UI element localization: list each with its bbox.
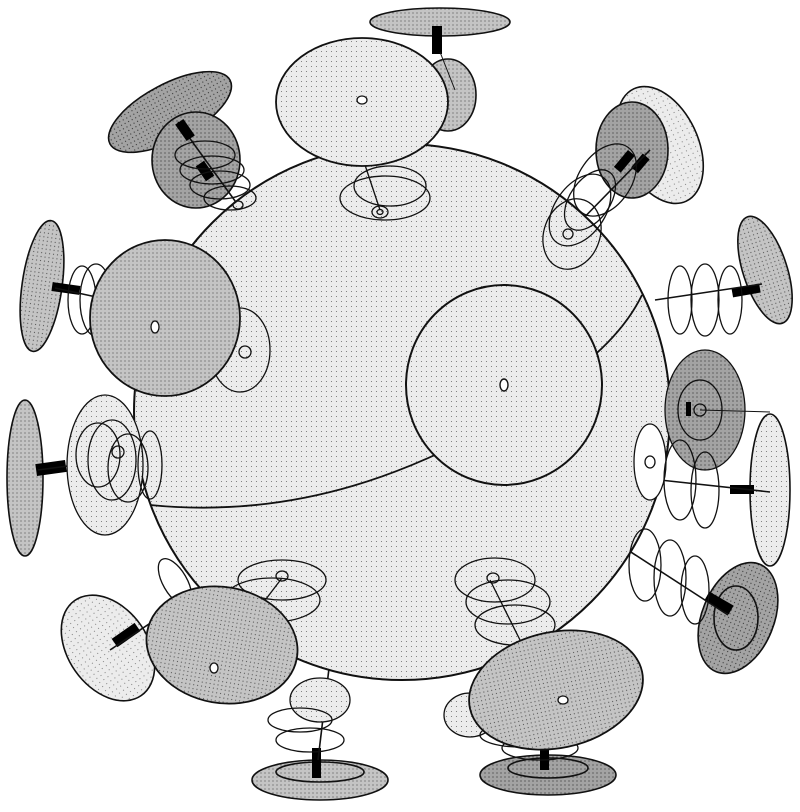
disc-left-front xyxy=(89,239,241,397)
disc-right-mid-back xyxy=(659,413,791,567)
front-disc-group xyxy=(89,37,644,751)
helix-group xyxy=(66,140,746,761)
helix-top xyxy=(339,164,431,221)
disc-upper-left-back xyxy=(107,70,241,209)
helix-left-lower xyxy=(66,394,163,536)
disc-bottom-right-back xyxy=(479,748,617,796)
disc-left-upper-back xyxy=(19,219,111,353)
disc-top-front xyxy=(275,37,449,167)
disc-bottom-left-front xyxy=(145,585,299,705)
disc-right-lower-back xyxy=(619,544,779,675)
helix-upper-right xyxy=(542,143,637,270)
disc-upper-right-back xyxy=(569,85,705,233)
helix-right-upper xyxy=(667,263,743,337)
sphere-front-disc-hub xyxy=(499,378,509,392)
disc-bottom-left-back xyxy=(60,589,201,702)
disc-right-upper-back xyxy=(654,215,793,325)
sphere xyxy=(133,143,671,681)
helix-upper-left xyxy=(174,140,257,211)
disc-bottom-right-front xyxy=(468,629,644,751)
axis-lines xyxy=(439,51,771,413)
helix-right-lower xyxy=(628,528,710,625)
